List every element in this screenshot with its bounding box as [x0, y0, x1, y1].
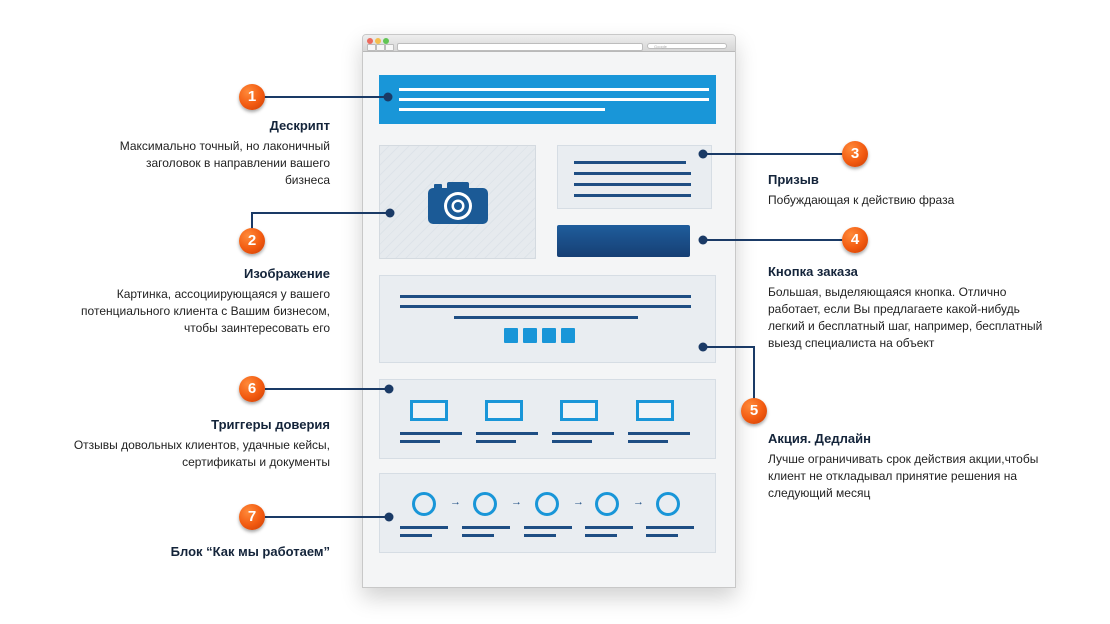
annotation-title: Акция. Дедлайн: [768, 431, 871, 446]
step-circle-icon: [595, 492, 619, 516]
badge-7: 7: [239, 504, 265, 530]
badge-4: 4: [842, 227, 868, 253]
step-text-line: [585, 534, 617, 537]
step-text-line: [524, 526, 572, 529]
promo-text-line: [400, 305, 691, 308]
annotation-order-button: Кнопка заказа Большая, выделяющаяся кноп…: [768, 264, 1048, 352]
countdown-box: [523, 328, 537, 343]
cta-text-line: [574, 183, 691, 186]
annotation-title: Блок “Как мы работаем”: [170, 544, 330, 559]
annotation-how-we-work: Блок “Как мы работаем”: [60, 544, 330, 564]
annotation-text: Максимально точный, но лаконичный заголо…: [119, 139, 330, 187]
step-text-line: [400, 526, 448, 529]
annotation-call-to-action: Призыв Побуждающая к действию фраза: [768, 172, 1068, 209]
trust-text-line: [476, 432, 538, 435]
image-placeholder: [379, 145, 536, 259]
address-bar[interactable]: [397, 43, 643, 51]
trust-text-line: [476, 440, 516, 443]
annotation-title: Триггеры доверия: [211, 417, 330, 432]
promo-text-line: [454, 316, 638, 319]
step-text-line: [585, 526, 633, 529]
arrow-right-icon: →: [573, 496, 584, 508]
arrow-right-icon: →: [511, 496, 522, 508]
badge-3: 3: [842, 141, 868, 167]
arrow-right-icon: →: [633, 496, 644, 508]
annotation-text: Картинка, ассоциирующаяся у вашего потен…: [81, 287, 330, 335]
step-circle-icon: [535, 492, 559, 516]
badge-6: 6: [239, 376, 265, 402]
annotation-image: Изображение Картинка, ассоциирующаяся у …: [60, 266, 330, 337]
step-text-line: [462, 526, 510, 529]
annotation-title: Изображение: [244, 266, 330, 281]
trust-text-line: [552, 432, 614, 435]
trust-text-line: [628, 440, 668, 443]
minimize-window-dot[interactable]: [375, 38, 381, 44]
annotation-title: Дескрипт: [269, 118, 330, 133]
descriptor-line: [399, 98, 709, 101]
monitor-icon: [485, 400, 523, 421]
step-text-line: [400, 534, 432, 537]
descriptor-line: [399, 108, 605, 111]
call-to-action-block: [557, 145, 712, 209]
annotation-text: Отзывы довольных клиентов, удачные кейсы…: [73, 438, 330, 469]
step-text-line: [646, 526, 694, 529]
trust-text-line: [628, 432, 690, 435]
how-we-work-block: → → → →: [379, 473, 716, 553]
cta-text-line: [574, 161, 686, 164]
annotation-title: Призыв: [768, 172, 819, 187]
camera-icon: [428, 182, 488, 224]
trust-text-line: [400, 432, 462, 435]
annotation-text: Лучше ограничивать срок действия акции,ч…: [768, 452, 1039, 500]
annotation-title: Кнопка заказа: [768, 264, 858, 279]
step-text-line: [524, 534, 556, 537]
zoom-window-dot[interactable]: [383, 38, 389, 44]
promo-deadline-block: [379, 275, 716, 363]
descriptor-line: [399, 88, 709, 91]
back-button[interactable]: [367, 44, 376, 51]
trust-text-line: [552, 440, 592, 443]
bookmark-button[interactable]: [385, 44, 394, 51]
browser-toolbar: Google: [363, 35, 735, 52]
trust-text-line: [400, 440, 440, 443]
order-button[interactable]: [557, 225, 690, 257]
monitor-icon: [636, 400, 674, 421]
step-circle-icon: [412, 492, 436, 516]
browser-mockup: Google: [362, 34, 736, 588]
descriptor-block: [379, 75, 716, 124]
promo-text-line: [400, 295, 691, 298]
badge-5: 5: [741, 398, 767, 424]
step-circle-icon: [656, 492, 680, 516]
step-text-line: [646, 534, 678, 537]
monitor-icon: [410, 400, 448, 421]
annotation-trust-triggers: Триггеры доверия Отзывы довольных клиент…: [60, 417, 330, 471]
close-window-dot[interactable]: [367, 38, 373, 44]
countdown-box: [561, 328, 575, 343]
annotation-promo-deadline: Акция. Дедлайн Лучше ограничивать срок д…: [768, 431, 1048, 502]
badge-1: 1: [239, 84, 265, 110]
annotation-text: Большая, выделяющаяся кнопка. Отлично ра…: [768, 285, 1043, 350]
step-text-line: [462, 534, 494, 537]
trust-triggers-block: [379, 379, 716, 459]
annotation-text: Побуждающая к действию фраза: [768, 193, 955, 207]
annotation-descriptor: Дескрипт Максимально точный, но лаконичн…: [70, 118, 330, 189]
step-circle-icon: [473, 492, 497, 516]
badge-2: 2: [239, 228, 265, 254]
countdown-box: [542, 328, 556, 343]
monitor-icon: [560, 400, 598, 421]
arrow-right-icon: →: [450, 496, 461, 508]
search-field[interactable]: Google: [647, 43, 727, 49]
cta-text-line: [574, 172, 691, 175]
cta-text-line: [574, 194, 691, 197]
countdown-box: [504, 328, 518, 343]
forward-button[interactable]: [376, 44, 385, 51]
